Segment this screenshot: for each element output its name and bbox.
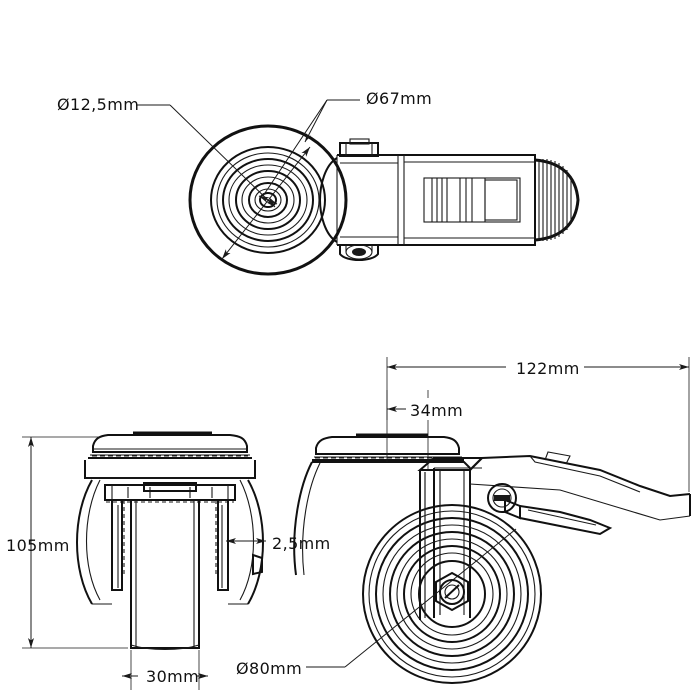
top-view-bolt-lower: [339, 244, 379, 261]
top-view-brake-pedal: [534, 158, 580, 242]
dimension-offset: 34mm: [386, 390, 470, 470]
dimension-label-swivel-plate: Ø67mm: [366, 89, 432, 108]
side-view-axle-nut: [435, 571, 469, 612]
dimension-tread-width: 30mm: [122, 650, 208, 690]
dimension-label-bore: Ø12,5mm: [57, 95, 139, 114]
top-view: Ø12,5mm Ø67mm: [57, 89, 580, 276]
dimension-label-offset: 34mm: [410, 401, 463, 420]
dimension-label-tread-width: 30mm: [146, 667, 199, 686]
dimension-label-height: 105mm: [6, 536, 70, 555]
dimension-height: 105mm: [6, 436, 128, 649]
side-view-yoke: [417, 451, 691, 620]
front-view-top-plate: [88, 431, 252, 459]
top-view-bolt-upper: [339, 138, 379, 157]
side-view: 122mm 34mm Ø80mm: [236, 356, 691, 684]
leader-wheel-diameter: [306, 528, 517, 668]
dimension-label-clearance: 2,5mm: [272, 534, 331, 553]
dimension-label-overall-length: 122mm: [516, 359, 580, 378]
dimension-clearance: 2,5mm: [226, 534, 331, 553]
side-view-wheel: [362, 504, 542, 684]
front-view-wheel: [130, 499, 200, 650]
swivel-plate-dimension-line: [221, 146, 311, 260]
top-view-body: [318, 154, 536, 246]
front-view: 105mm 2,5mm 30mm: [6, 431, 331, 690]
dimension-label-wheel-diameter: Ø80mm: [236, 659, 302, 678]
dimension-overall-length: 122mm: [386, 356, 690, 492]
front-view-fork: [76, 460, 264, 605]
